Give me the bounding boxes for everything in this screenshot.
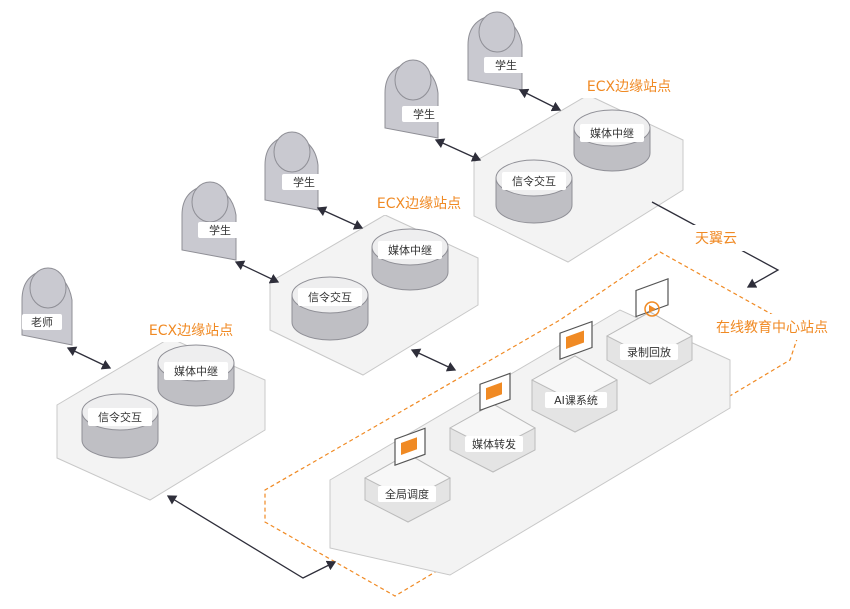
arrow-site1-center [166, 495, 337, 579]
edge-site-title: ECX边缘站点 [587, 79, 671, 95]
service-label: 全局调度 [385, 487, 429, 501]
student-person-icon: 学生 [181, 181, 242, 261]
play-icon [635, 278, 669, 318]
service-label: 媒体转发 [472, 437, 516, 451]
arrow-student-site3 [434, 138, 482, 162]
signaling-label: 信令交互 [98, 410, 142, 424]
student-person-icon: 学生 [264, 131, 326, 211]
service-global-scheduling: 全局调度 [363, 427, 452, 523]
center-site-title: 在线教育中心站点 [706, 314, 838, 340]
student-label: 学生 [293, 175, 315, 189]
signaling-label: 信令交互 [308, 290, 352, 304]
media-relay-label: 媒体中继 [174, 364, 218, 378]
cloud-label: 天翼云 [666, 225, 766, 251]
teacher-person-icon: 老师 [21, 267, 73, 346]
student-person-icon: 学生 [384, 59, 446, 139]
media-relay-label: 媒体中继 [590, 126, 634, 140]
arrow-student-site2 [234, 260, 280, 284]
signaling-cylinder [291, 276, 369, 341]
service-label: AI课系统 [554, 394, 598, 407]
student-label: 学生 [495, 58, 517, 72]
student-person-icon: 学生 [467, 11, 528, 91]
student-label: 学生 [209, 223, 231, 237]
media-relay-label: 媒体中继 [388, 243, 432, 257]
edge-site-1: 媒体中继 信令交互 ECX边缘站点 [56, 318, 266, 501]
arrow-site3-center [651, 201, 780, 288]
arrow-site2-center [410, 348, 457, 372]
media-relay-cylinder [371, 228, 449, 291]
edge-site-2: 媒体中继 信令交互 ECX边缘站点 [269, 191, 479, 376]
signaling-label: 信令交互 [512, 174, 556, 188]
arrow-teacher-site1 [66, 346, 112, 370]
edge-site-title: ECX边缘站点 [149, 323, 233, 339]
student-label: 学生 [413, 107, 435, 121]
signaling-cylinder [495, 159, 573, 224]
svg-text:天翼云: 天翼云 [695, 231, 737, 247]
service-recording-playback: 录制回放 [605, 278, 694, 385]
edge-site-3: 媒体中继 信令交互 ECX边缘站点 [473, 74, 684, 263]
edge-site-title: ECX边缘站点 [377, 196, 461, 212]
arrow-student-site3b [518, 88, 562, 112]
svg-text:在线教育中心站点: 在线教育中心站点 [716, 320, 828, 336]
service-ai-class-system: AI课系统 [530, 320, 619, 433]
teacher-label: 老师 [31, 316, 53, 329]
monitor-icon [479, 372, 511, 412]
monitor-icon [559, 320, 593, 360]
service-media-forwarding: 媒体转发 [448, 372, 537, 473]
service-label: 录制回放 [627, 345, 671, 359]
monitor-icon [394, 427, 426, 467]
arrow-student-site2b [316, 206, 364, 230]
